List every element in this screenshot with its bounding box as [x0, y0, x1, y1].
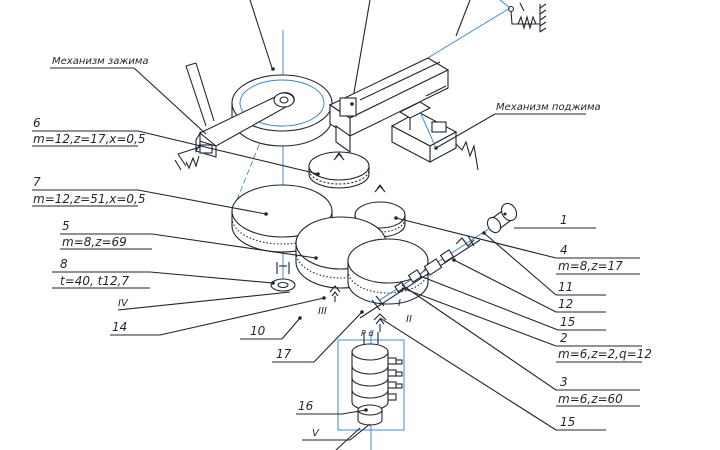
label-11: 11 [558, 280, 573, 294]
drum-assembly [337, 330, 405, 450]
spring-support-symbol [499, 0, 547, 33]
label-shaft-III: III [318, 306, 327, 317]
caption-clamp-mechanism: Механизм зажима [52, 56, 149, 67]
top-leader-lines [249, 0, 471, 105]
bearing-III [322, 285, 341, 302]
label-12: 12 [558, 297, 573, 311]
caption-press-mechanism: Механизм поджима [496, 102, 601, 113]
callout-5-spec: m=8,z=69 [62, 235, 127, 249]
label-shaft-II: II [406, 314, 412, 325]
callout-8-number: 8 [60, 257, 68, 271]
callout-4-number: 4 [560, 243, 568, 257]
press-mechanism-block [390, 85, 479, 171]
callout-4-spec: m=8,z=17 [558, 259, 623, 273]
label-15-right: 15 [560, 315, 575, 329]
label-15-bottom: 15 [560, 415, 575, 429]
sprocket-8 [270, 262, 296, 292]
callout-2-number: 2 [560, 331, 568, 345]
label-pd-marks: P d [361, 329, 374, 338]
label-16: 16 [298, 399, 314, 413]
leader-lines [32, 67, 642, 450]
gear-3 [347, 238, 429, 305]
callout-7-number: 7 [33, 175, 41, 189]
label-17: 17 [276, 347, 292, 361]
callout-3-number: 3 [560, 375, 568, 389]
label-14: 14 [112, 320, 127, 334]
callout-3-spec: m=6,z=60 [558, 392, 623, 406]
label-shaft-IV: IV [118, 298, 129, 309]
label-shaft-I: I [398, 298, 401, 309]
worm-shaft [359, 227, 491, 319]
clamp-lever [195, 92, 295, 158]
guide-rail [328, 57, 450, 154]
clamp-rod [174, 62, 215, 171]
motor-1 [486, 202, 518, 234]
gear-6 [308, 151, 370, 189]
callout-5-number: 5 [62, 219, 70, 233]
label-shaft-V: V [312, 428, 320, 439]
label-10: 10 [250, 324, 266, 338]
callout-6-spec: m=12,z=17,x=0,5 [33, 132, 146, 146]
callout-8-spec: t=40, t12,7 [60, 274, 129, 288]
label-1: 1 [560, 213, 568, 227]
callout-2-spec: m=6,z=2,q=12 [558, 347, 652, 361]
callout-6-number: 6 [33, 116, 41, 130]
callout-7-spec: m=12,z=51,x=0,5 [33, 192, 146, 206]
